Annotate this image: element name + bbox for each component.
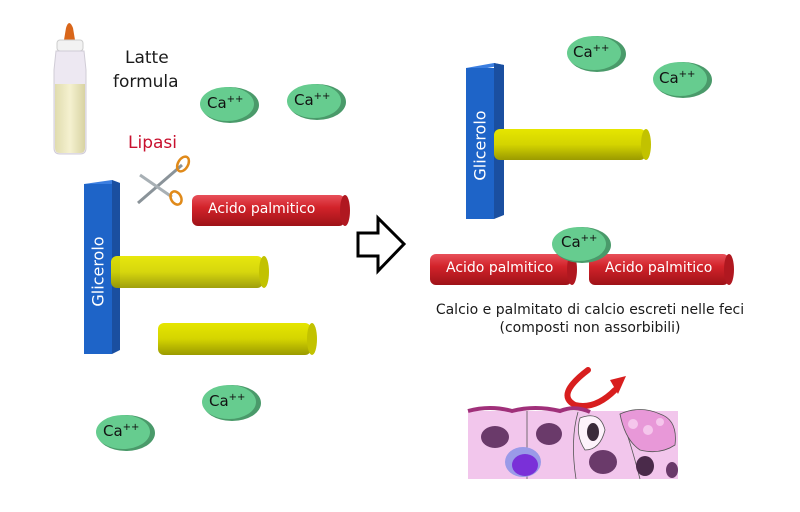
enzyme-label: Lipasi bbox=[128, 133, 177, 153]
baby-bottle-icon bbox=[53, 23, 87, 155]
caption-line1: Calcio e palmitato di calcio escreti nel… bbox=[435, 302, 745, 318]
glycerol-block-left bbox=[84, 180, 120, 354]
palmitic-acid-tube-right-1 bbox=[430, 254, 577, 285]
fatty-acid-chain-attached bbox=[111, 256, 269, 288]
calcium-ion-shapes bbox=[96, 36, 712, 451]
bottle-label-line1: Latte bbox=[125, 48, 169, 68]
fatty-acid-chain-right bbox=[494, 129, 651, 160]
caption-line2: (composti non assorbibili) bbox=[499, 320, 681, 336]
curved-arrow-icon bbox=[564, 367, 626, 409]
caption: Calcio e palmitato di calcio escreti nel… bbox=[400, 301, 780, 337]
scissors-icon bbox=[137, 155, 191, 206]
fatty-acid-chain-free bbox=[158, 323, 317, 355]
intestinal-epithelium-illustration bbox=[467, 406, 678, 480]
palmitic-acid-tube-left bbox=[192, 195, 350, 226]
palmitic-acid-tube-right-2 bbox=[589, 254, 734, 285]
arrow-right-icon bbox=[356, 214, 407, 275]
bottle-label-line2: formula bbox=[113, 72, 179, 92]
